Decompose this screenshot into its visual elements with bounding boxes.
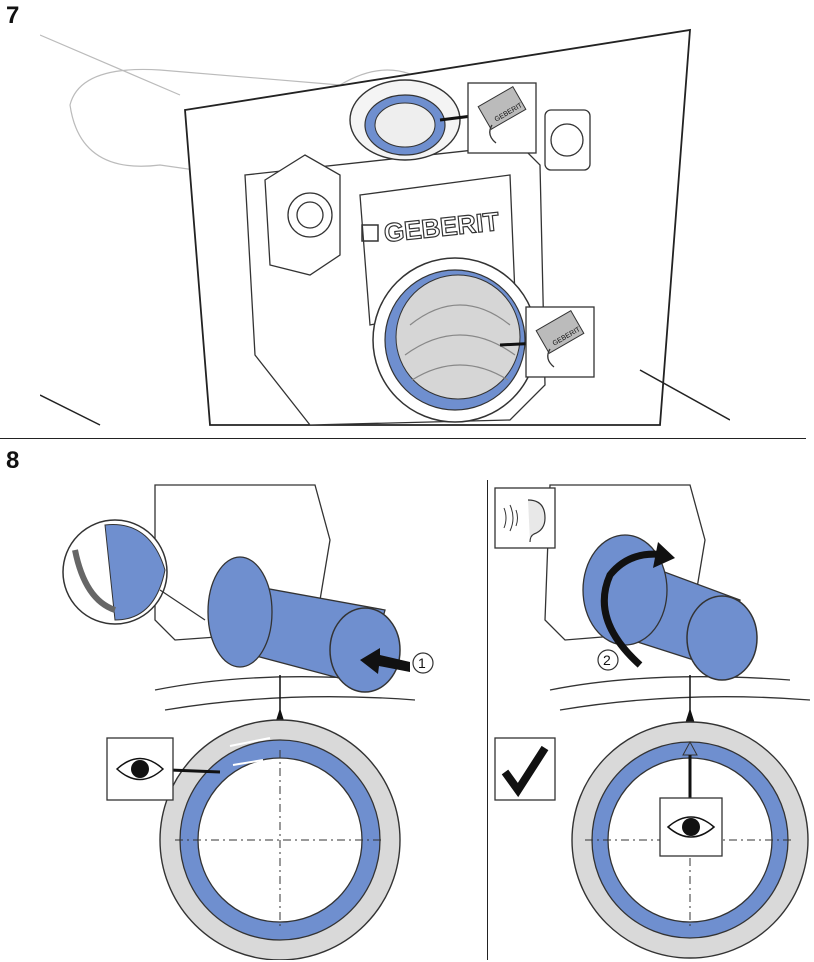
- eye-icon: [659, 797, 723, 857]
- ring-detail: [159, 719, 401, 960]
- main-socket: [372, 257, 538, 423]
- push-arrow-icon: [360, 648, 410, 674]
- panel-divider: [487, 480, 488, 960]
- step-7-illustration: GEBERIT GEBERIT GEBERIT: [40, 28, 730, 426]
- callout-2: 2: [603, 652, 611, 668]
- step-7-number: 7: [6, 2, 20, 29]
- step-8-left-illustration: 1: [62, 484, 434, 960]
- rotate-arrow-icon: [600, 542, 675, 668]
- blue-pipe: [207, 556, 401, 693]
- ear-sound-icon: [494, 487, 556, 549]
- callout-2-circle: [597, 649, 619, 671]
- brand-square: [361, 224, 379, 242]
- top-socket: [349, 79, 461, 161]
- step-8-number: 8: [6, 447, 20, 474]
- detail-magnifier: [62, 519, 168, 625]
- eye-icon: [106, 737, 174, 801]
- step-8-right-illustration: 2: [494, 484, 810, 959]
- callout-1-circle: [412, 652, 434, 674]
- lubricant-tag-icon: GEBERIT: [467, 82, 537, 154]
- section-divider: [0, 438, 806, 439]
- callout-1: 1: [418, 655, 426, 671]
- lubricant-tag-icon: GEBERIT: [525, 306, 595, 378]
- checkmark-icon: [494, 737, 556, 801]
